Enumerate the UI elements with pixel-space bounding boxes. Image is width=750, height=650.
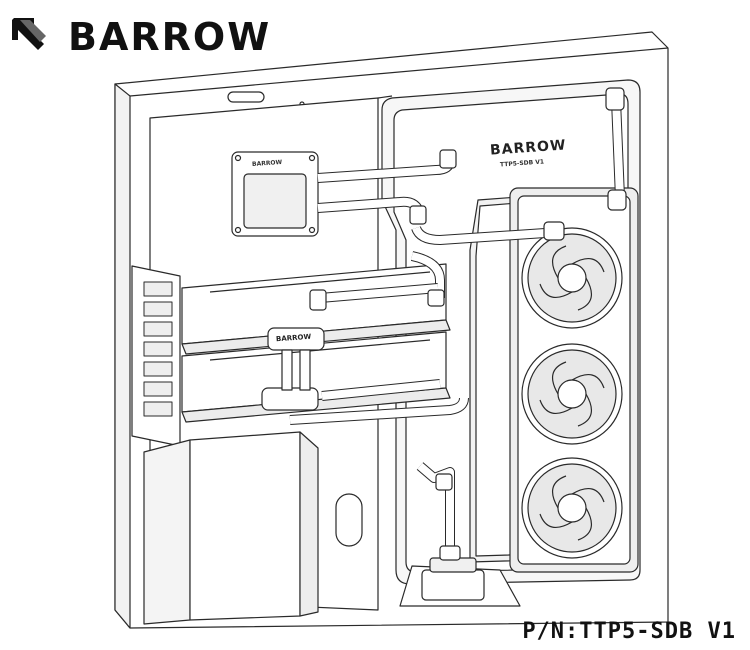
- part-number: P/N:TTP5-SDB V1: [522, 619, 736, 644]
- brand-header: BARROW: [10, 16, 271, 58]
- barrow-arrow-logo-icon: [12, 18, 46, 50]
- fan-middle: [521, 343, 623, 445]
- cpu-block: [231, 151, 319, 237]
- fan-top: [521, 227, 623, 329]
- fan-bottom: [521, 457, 623, 559]
- gpu-bridge: [261, 327, 325, 411]
- brand-name: BARROW: [68, 15, 272, 59]
- fittings: [309, 87, 627, 561]
- gpu-slot-bracket: [131, 265, 181, 447]
- pump: [399, 557, 521, 607]
- psu-shroud: [143, 431, 363, 625]
